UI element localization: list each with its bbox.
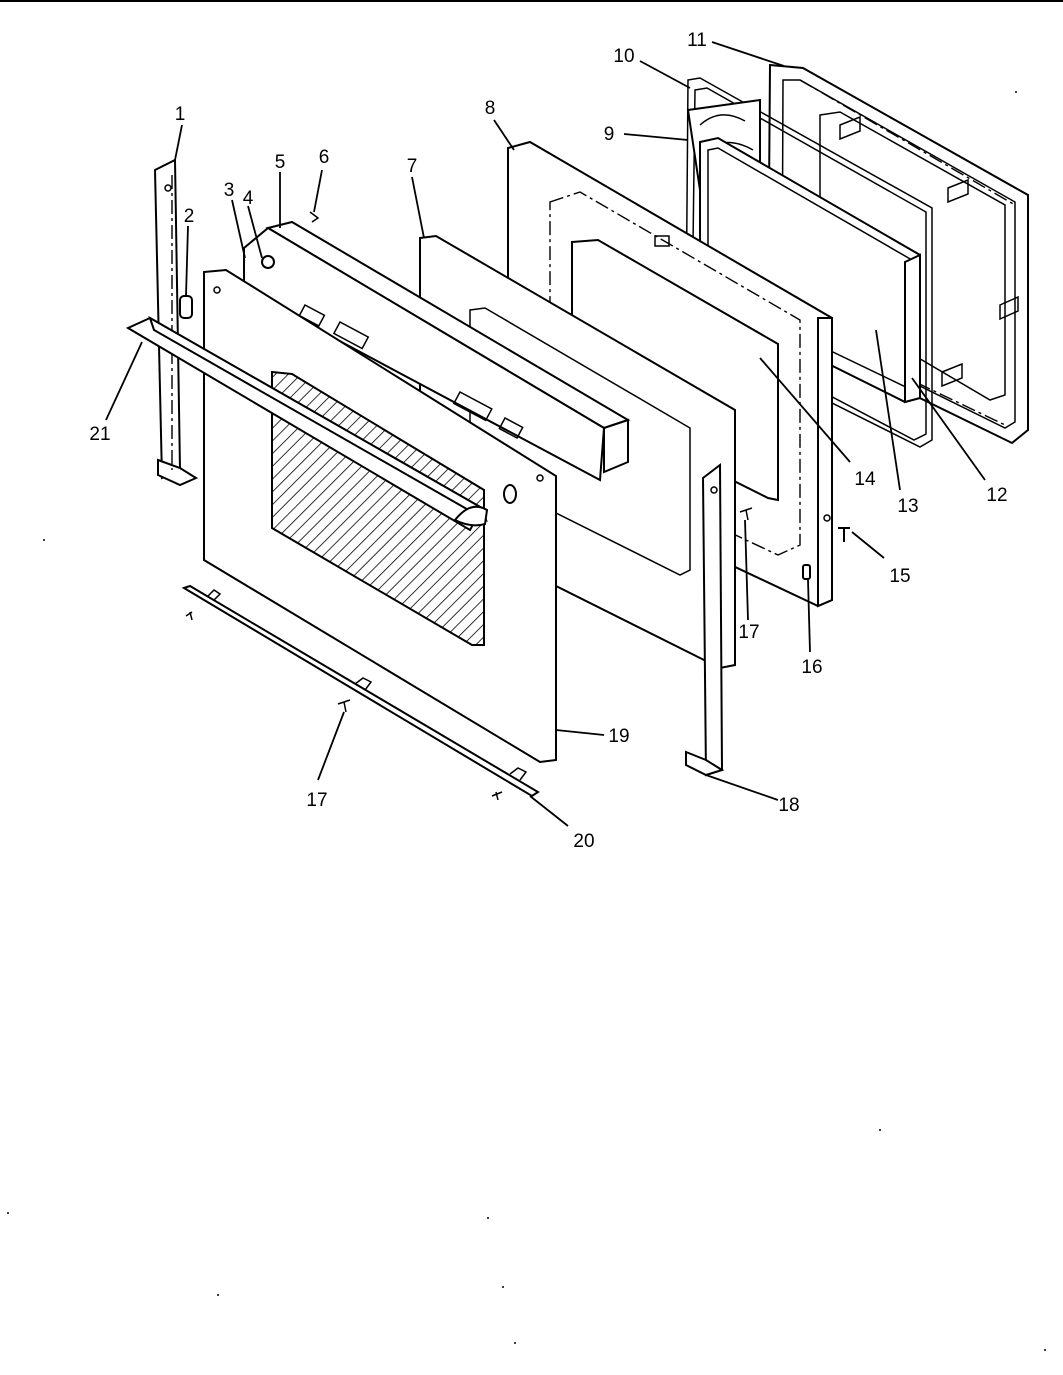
callout-7: 7 bbox=[407, 156, 418, 177]
screw-part-17-bottom bbox=[337, 699, 351, 713]
callout-14: 14 bbox=[854, 469, 876, 490]
callout-4: 4 bbox=[243, 188, 254, 209]
bottom-trim bbox=[181, 584, 540, 801]
callout-12: 12 bbox=[986, 485, 1007, 506]
callout-5: 5 bbox=[275, 152, 286, 173]
callout-17-right: 17 bbox=[738, 622, 759, 643]
callout-17-bottom: 17 bbox=[306, 790, 327, 811]
page-top-rule bbox=[0, 0, 1063, 2]
callout-21: 21 bbox=[89, 424, 110, 445]
leader-lines bbox=[105, 41, 986, 827]
callout-6: 6 bbox=[319, 147, 330, 168]
callout-9: 9 bbox=[604, 124, 615, 145]
callout-19: 19 bbox=[608, 726, 629, 747]
callout-15: 15 bbox=[889, 566, 910, 587]
callout-18: 18 bbox=[778, 795, 799, 816]
callout-labels: 1 2 3 4 5 6 7 8 9 10 11 12 13 14 15 16 1… bbox=[89, 30, 1007, 852]
bolt-part-15 bbox=[838, 527, 850, 542]
callout-2: 2 bbox=[184, 206, 195, 227]
callout-13: 13 bbox=[897, 496, 918, 517]
callout-11: 11 bbox=[687, 30, 707, 51]
callout-1: 1 bbox=[175, 104, 186, 125]
callout-10: 10 bbox=[613, 46, 634, 67]
door-handle bbox=[125, 315, 489, 532]
callout-3: 3 bbox=[224, 180, 235, 201]
bracket-part-16 bbox=[802, 564, 811, 580]
screw-part-17-right bbox=[739, 507, 753, 521]
callout-16: 16 bbox=[801, 657, 822, 678]
right-side-trim bbox=[685, 462, 725, 777]
callout-20: 20 bbox=[573, 831, 594, 852]
left-side-trim bbox=[153, 158, 199, 487]
callout-8: 8 bbox=[485, 98, 496, 119]
scan-specks bbox=[7, 91, 1046, 1351]
screw-part-6 bbox=[309, 211, 320, 223]
